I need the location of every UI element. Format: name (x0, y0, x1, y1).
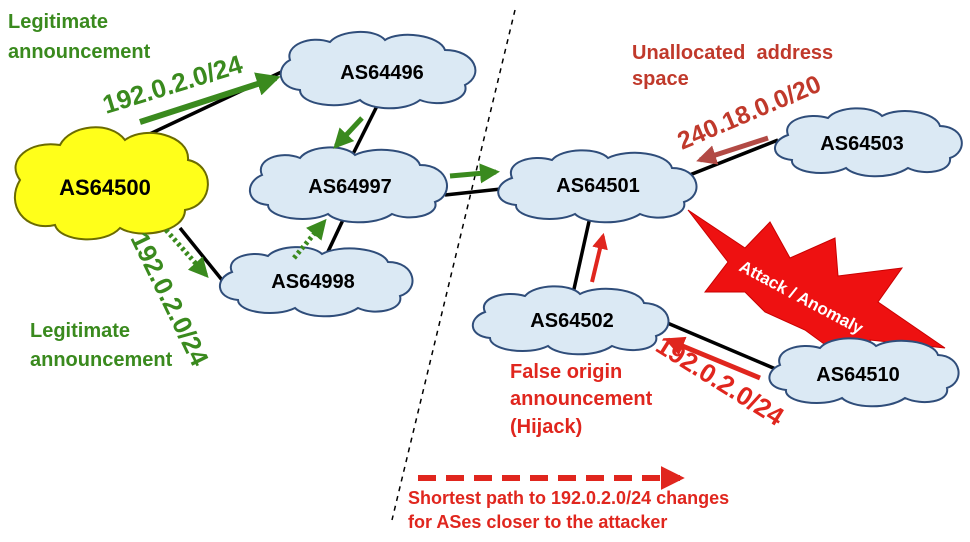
cloud-as64496[interactable]: AS64496 (279, 30, 477, 110)
as64510-label: AS64510 (816, 364, 899, 386)
cloud-shape (279, 30, 477, 110)
unallocated-line1: Unallocated address (632, 42, 833, 64)
arrow-64502-to-64501 (590, 232, 608, 283)
divider-line (391, 9, 516, 521)
cloud-shape (774, 107, 963, 178)
link-64501-64502 (570, 207, 594, 299)
false-origin-line3: (Hijack) (510, 416, 582, 438)
legit-bottom-line1: Legitimate (30, 320, 130, 342)
as-links (104, 66, 779, 372)
false-origin-line2: announcement (510, 388, 653, 410)
hijack-arrows (418, 232, 761, 490)
cloud-as64510[interactable]: AS64510 (768, 337, 960, 408)
link-64501-64503 (681, 138, 779, 180)
link-64496-64997 (348, 99, 382, 161)
as64502-label: AS64502 (530, 310, 613, 332)
arrow-64997-to-64501 (449, 163, 500, 184)
arrow-64496-to-64997 (333, 116, 364, 149)
as64503-label: AS64503 (820, 133, 903, 155)
legit-bottom-line2: announcement (30, 349, 173, 371)
cloud-as64503[interactable]: AS64503 (774, 107, 963, 178)
as64496-label: AS64496 (340, 62, 423, 84)
cloud-shape (219, 246, 414, 318)
cloud-as64502[interactable]: AS64502 (471, 285, 670, 356)
cloud-as64997[interactable]: AS64997 (249, 146, 448, 224)
cloud-shape (497, 149, 698, 224)
link-64502-64510 (664, 320, 779, 372)
arrow-legit-bottom-dotted (164, 228, 209, 278)
cloud-shape (249, 146, 448, 224)
footer-line2: for ASes closer to the attacker (408, 512, 667, 532)
link-64500-64998 (178, 226, 224, 282)
cloud-shape (471, 285, 670, 356)
as64997-label: AS64997 (308, 176, 391, 198)
cloud-shape (14, 126, 209, 241)
false-origin-line1: False origin (510, 361, 622, 383)
footer-line1: Shortest path to 192.0.2.0/24 changes (408, 488, 729, 508)
as64500-label: AS64500 (59, 175, 151, 200)
arrow-64510-to-64502 (664, 336, 761, 381)
arrow-64998-to-64997-dotted (292, 218, 327, 260)
as64998-label: AS64998 (271, 271, 354, 293)
cloud-as64998[interactable]: AS64998 (219, 246, 414, 318)
as64501-label: AS64501 (556, 175, 639, 197)
legit-top-line2: announcement (8, 41, 151, 63)
cloud-shape (768, 337, 960, 408)
cloud-as64501[interactable]: AS64501 (497, 149, 698, 224)
arrow-legit-top (139, 72, 281, 125)
unallocated-line2: space (632, 68, 689, 90)
cloud-as64500[interactable]: AS64500 (14, 126, 209, 241)
arrow-bogon (696, 135, 769, 165)
legit-top-line1: Legitimate (8, 11, 108, 33)
legit-arrows (139, 72, 500, 278)
